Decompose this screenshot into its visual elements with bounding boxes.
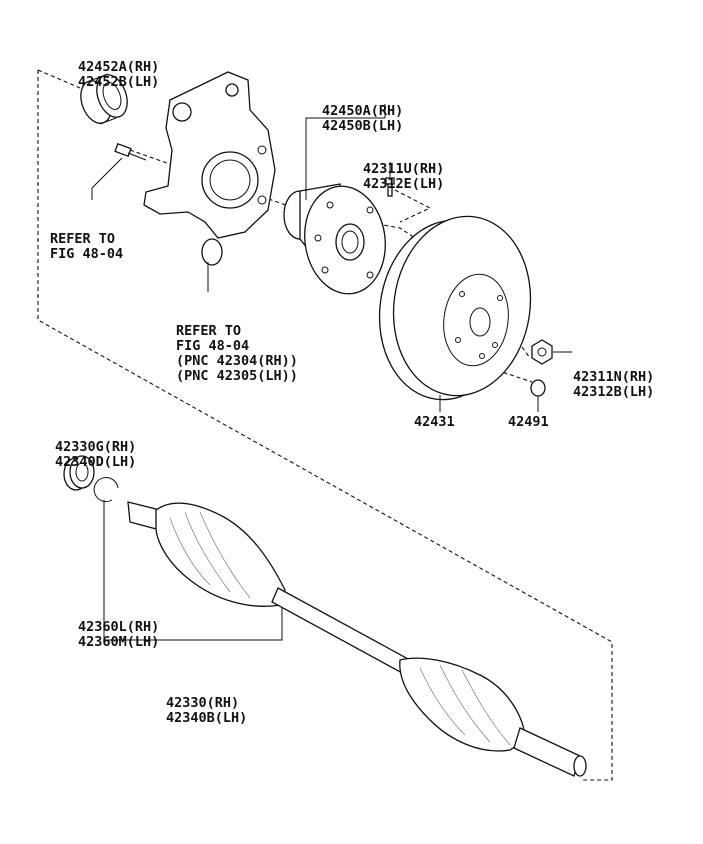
- plug-label: 42491: [508, 414, 549, 430]
- assembly-outline-top: [37, 69, 81, 89]
- bearing-label: 42452A(RH)42452B(LH): [78, 59, 160, 90]
- nut-label: 42311N(RH)42312B(LH): [573, 369, 655, 400]
- hub-bolt-part[interactable]: [385, 177, 395, 197]
- knuckle-bolt-part[interactable]: [114, 143, 147, 161]
- plug-part[interactable]: [530, 379, 546, 397]
- seal-label: 42330G(RH)42340D(LH): [55, 439, 137, 470]
- steering-knuckle-part[interactable]: [143, 71, 276, 266]
- snap-ring-label: 42360L(RH)42360M(LH): [78, 619, 160, 650]
- disc-label: 42431: [414, 414, 455, 430]
- refer-bolt-leader: [91, 157, 123, 200]
- shaft-label: 42330(RH)42340B(LH): [166, 695, 248, 726]
- drive-shaft-part[interactable]: [127, 501, 587, 777]
- hub-bearing-part[interactable]: [283, 181, 392, 299]
- bearing-part[interactable]: [75, 71, 132, 128]
- hub-nut-part[interactable]: [531, 339, 553, 365]
- oil-seal-part[interactable]: [63, 455, 95, 491]
- brake-disc-part[interactable]: [368, 207, 542, 408]
- hub-label: 42450A(RH)42450B(LH): [322, 103, 404, 134]
- hub-leader: [305, 117, 385, 200]
- shaft-bracket-leader: [103, 500, 283, 641]
- hub-bolt-label: 42311U(RH)42312E(LH): [363, 161, 445, 192]
